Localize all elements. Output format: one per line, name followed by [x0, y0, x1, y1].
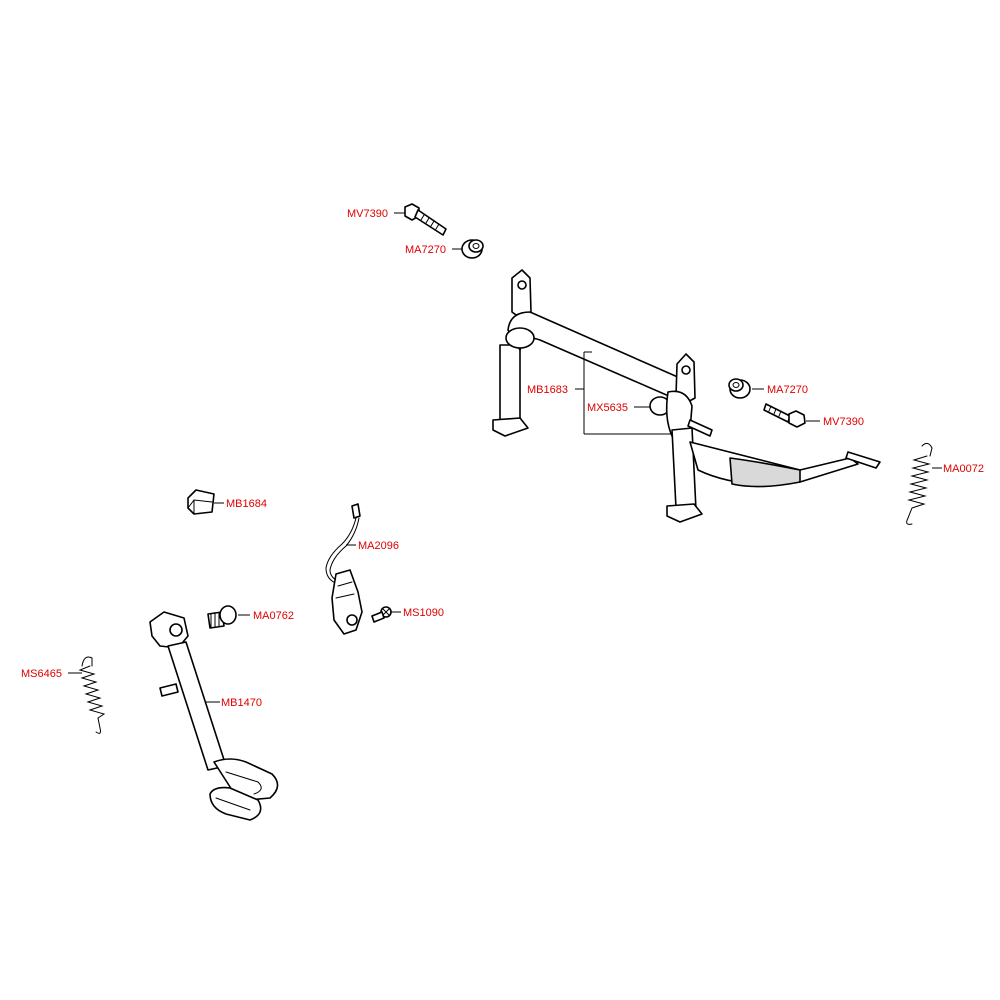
collar-ma7270-top — [452, 239, 484, 259]
collar-ma7270-right — [728, 378, 764, 399]
label-mb1683: MB1683 — [527, 384, 568, 396]
main-stand-mb1683 — [492, 269, 881, 523]
screw-ms1090 — [371, 606, 401, 623]
callout-mb1683-bracket — [575, 351, 672, 435]
label-mb1684: MB1684 — [226, 498, 267, 510]
label-ma2096: MA2096 — [358, 540, 399, 552]
spring-ma0072 — [906, 442, 942, 525]
label-ma0072: MA0072 — [943, 463, 984, 475]
label-ms6465: MS6465 — [21, 668, 62, 680]
spring-ms6465 — [68, 656, 106, 734]
bolt-mv7390-right — [763, 403, 820, 428]
screw-ma0762 — [207, 605, 250, 629]
rubber-stop-mb1684 — [187, 489, 224, 515]
label-mb1470: MB1470 — [221, 697, 262, 709]
label-mv7390-right: MV7390 — [823, 416, 864, 428]
label-ma7270-right: MA7270 — [767, 384, 808, 396]
bolt-mv7390-top — [394, 203, 447, 236]
label-mv7390-top: MV7390 — [347, 208, 388, 220]
label-ma7270-top: MA7270 — [405, 244, 446, 256]
label-ma0762: MA0762 — [253, 610, 294, 622]
side-stand-mb1470 — [149, 611, 279, 821]
label-mx5635: MX5635 — [587, 402, 628, 414]
switch-ma2096 — [325, 503, 363, 635]
label-ms1090: MS1090 — [403, 607, 444, 619]
